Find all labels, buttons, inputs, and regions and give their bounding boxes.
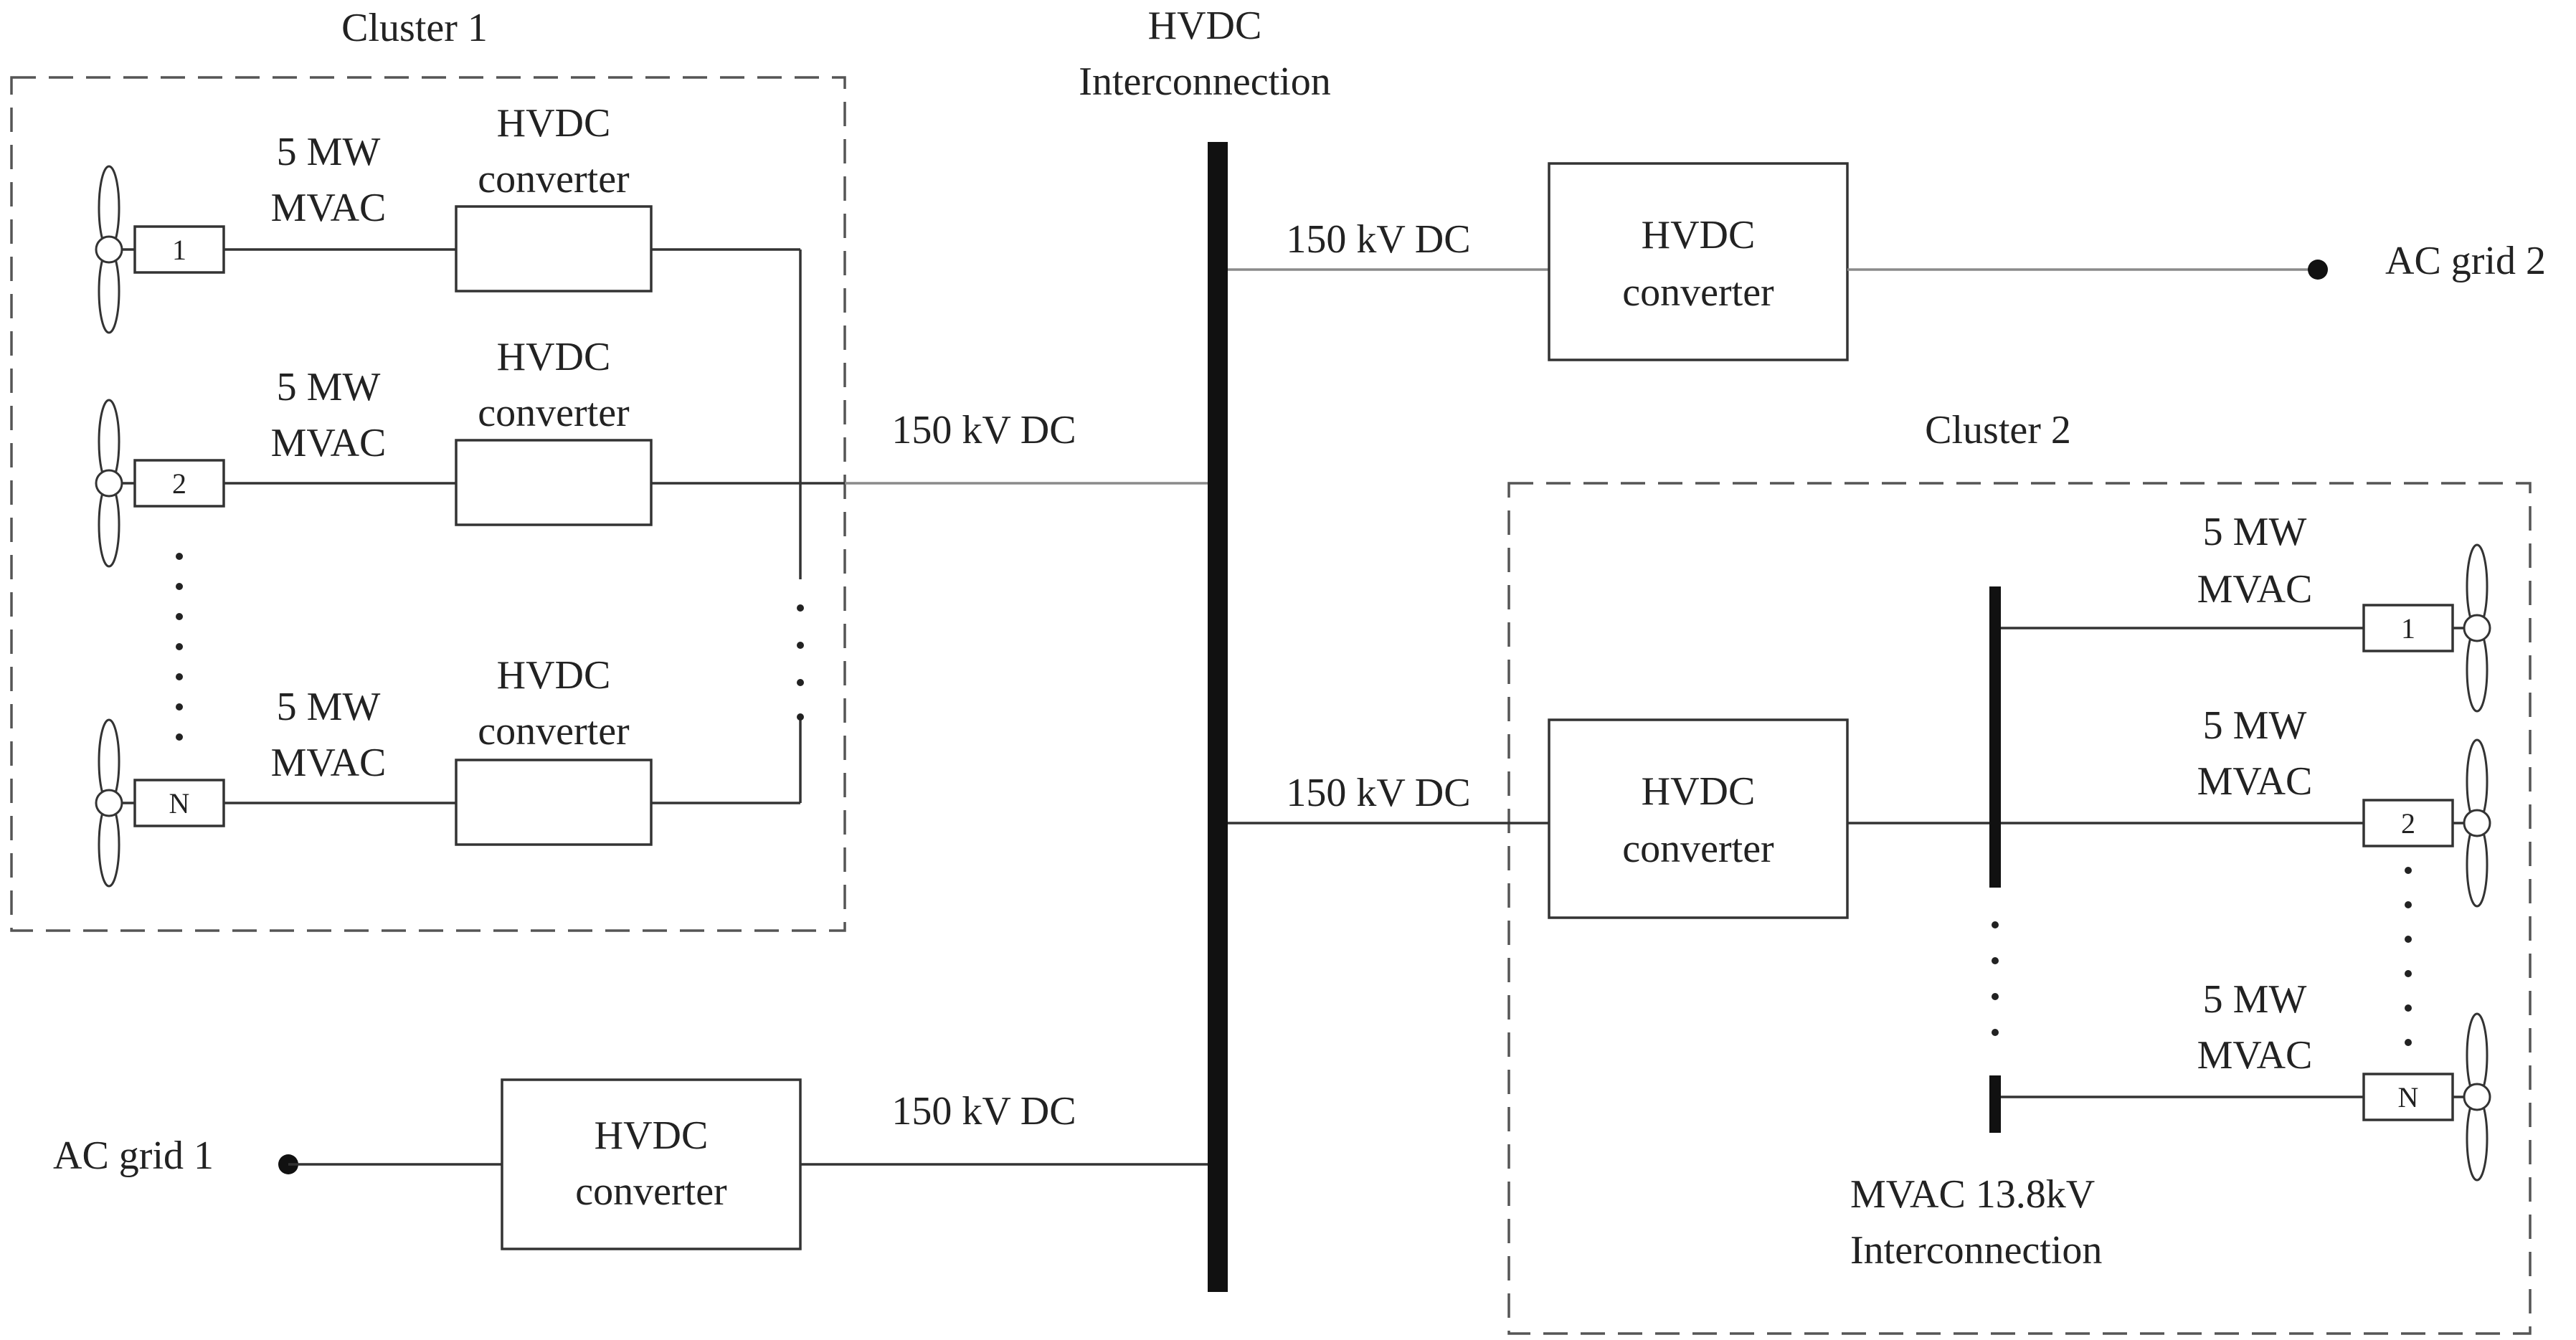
converter-label-line1: HVDC bbox=[497, 653, 611, 698]
converter-box bbox=[1548, 162, 1849, 361]
converter-label-line2: converter bbox=[575, 1169, 727, 1214]
turbine-id: 2 bbox=[172, 467, 186, 500]
cluster-2-turbine-ellipsis bbox=[2405, 867, 2412, 1046]
turbine-rating-type: MVAC bbox=[2197, 567, 2313, 612]
mvac-busbar-upper bbox=[1989, 586, 2001, 888]
ac-grid-2-label: AC grid 2 bbox=[2385, 239, 2546, 283]
turbine-id: N bbox=[2398, 1081, 2419, 1113]
turbine-rating-power: 5 MW bbox=[277, 365, 381, 409]
turbine-unit-box bbox=[2362, 604, 2454, 652]
hvdc-interconnection-title-line2: Interconnection bbox=[1079, 60, 1330, 104]
turbine-rating-power: 5 MW bbox=[2203, 510, 2307, 554]
hvdc-interconnection-title-line1: HVDC bbox=[1148, 4, 1262, 48]
cluster-1-turbine-row-2: 2 5 MW MVAC HVDC converter bbox=[95, 335, 800, 568]
turbine-id: 2 bbox=[2401, 807, 2415, 840]
dc-link-label: 150 kV DC bbox=[1286, 771, 1470, 815]
converter-label-line2: converter bbox=[1622, 827, 1774, 871]
dc-link-label: 150 kV DC bbox=[891, 408, 1076, 452]
wind-turbine-icon bbox=[2463, 543, 2491, 713]
wind-turbine-icon bbox=[2463, 1012, 2491, 1182]
cluster-1-collector-ellipsis bbox=[797, 604, 804, 721]
cluster-1-title: Cluster 1 bbox=[341, 6, 488, 50]
cluster-2-turbine-row-2: 5 MW MVAC 2 bbox=[2001, 703, 2491, 908]
turbine-rating-type: MVAC bbox=[271, 741, 387, 785]
turbine-rating-type: MVAC bbox=[271, 421, 387, 465]
wind-turbine-icon bbox=[95, 718, 123, 888]
turbine-unit-box bbox=[2362, 1073, 2454, 1121]
cluster-2-turbine-row-n: 5 MW MVAC N bbox=[2001, 977, 2491, 1182]
turbine-rating-power: 5 MW bbox=[2203, 703, 2307, 748]
turbine-rating-type: MVAC bbox=[271, 186, 387, 230]
ac-grid-1-branch: AC grid 1 HVDC converter 150 kV DC bbox=[53, 1078, 1208, 1250]
converter-label-line2: converter bbox=[478, 391, 630, 435]
turbine-rating-power: 5 MW bbox=[277, 685, 381, 729]
turbine-rating-power: 5 MW bbox=[2203, 977, 2307, 1022]
turbine-rating-type: MVAC bbox=[2197, 759, 2313, 804]
turbine-rating-power: 5 MW bbox=[277, 130, 381, 174]
turbine-unit-box bbox=[133, 779, 225, 827]
converter-label-line1: HVDC bbox=[595, 1113, 709, 1158]
converter-box bbox=[455, 759, 653, 846]
wind-turbine-icon bbox=[2463, 738, 2491, 908]
converter-box bbox=[1548, 718, 1849, 919]
turbine-id: 1 bbox=[2401, 612, 2415, 645]
ac-grid-1-label: AC grid 1 bbox=[53, 1134, 214, 1178]
turbine-unit-box bbox=[133, 459, 225, 508]
converter-box bbox=[455, 205, 653, 293]
cluster-1-link: 150 kV DC bbox=[800, 408, 1208, 485]
cluster-1-turbine-ellipsis bbox=[176, 553, 183, 741]
turbine-id: 1 bbox=[172, 234, 186, 266]
cluster-1-turbine-row-n: N 5 MW MVAC HVDC converter bbox=[95, 653, 800, 888]
turbine-unit-box bbox=[2362, 799, 2454, 847]
dc-link-label: 150 kV DC bbox=[1286, 217, 1470, 262]
turbine-id: N bbox=[169, 787, 190, 819]
ac-grid-2-terminal bbox=[2308, 260, 2328, 280]
mvac-interconnection-label-line2: Interconnection bbox=[1850, 1228, 2102, 1273]
turbine-rating-type: MVAC bbox=[2197, 1033, 2313, 1078]
hvdc-busbar bbox=[1208, 142, 1228, 1292]
mvac-busbar-ellipsis bbox=[1992, 921, 1999, 1036]
converter-label-line1: HVDC bbox=[1642, 769, 1756, 814]
cluster-1-turbine-row-1: 1 5 MW MVAC HVDC converter bbox=[95, 101, 800, 334]
cluster-2-title: Cluster 2 bbox=[1925, 408, 2071, 452]
cluster-1: Cluster 1 1 5 MW MVAC HVDC converter bbox=[10, 6, 846, 932]
wind-turbine-icon bbox=[95, 399, 123, 568]
converter-label-line2: converter bbox=[478, 157, 630, 201]
mvac-busbar-lower bbox=[1989, 1075, 2001, 1133]
converter-label-line1: HVDC bbox=[1642, 213, 1756, 257]
mvac-interconnection-label-line1: MVAC 13.8kV bbox=[1850, 1172, 2095, 1217]
converter-label-line1: HVDC bbox=[497, 335, 611, 379]
cluster-2: Cluster 2 150 kV DC HVDC converter MVAC … bbox=[1228, 408, 2532, 1335]
converter-label-line1: HVDC bbox=[497, 101, 611, 146]
ac-grid-2-branch: 150 kV DC HVDC converter AC grid 2 bbox=[1228, 162, 2546, 361]
hvdc-interconnection: HVDC Interconnection bbox=[1079, 4, 1331, 1292]
wind-turbine-icon bbox=[95, 165, 123, 334]
converter-box bbox=[501, 1078, 802, 1250]
dc-link-label: 150 kV DC bbox=[891, 1089, 1076, 1134]
converter-label-line2: converter bbox=[1622, 270, 1774, 315]
converter-box bbox=[455, 439, 653, 526]
cluster-2-turbine-row-1: 5 MW MVAC 1 bbox=[2001, 510, 2491, 713]
converter-label-line2: converter bbox=[478, 709, 630, 754]
cluster-1-boundary bbox=[10, 76, 846, 932]
